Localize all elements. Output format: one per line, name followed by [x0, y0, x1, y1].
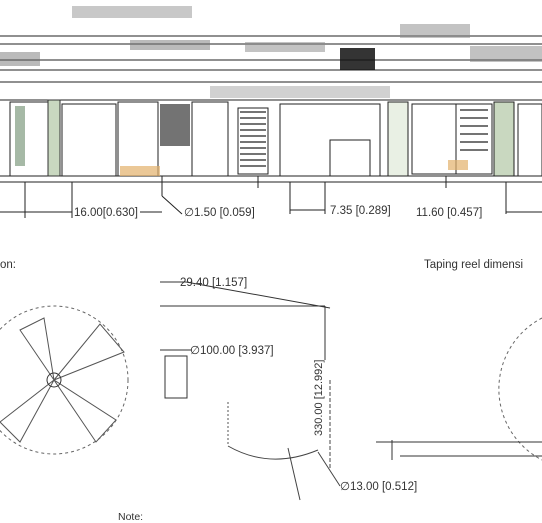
- width-b-dimension: 11.60 [0.457]: [416, 207, 483, 219]
- tape-cross-section: [0, 6, 542, 183]
- reel-dia-label: 330.00 [12.992]: [313, 360, 325, 436]
- hub-diameter-dimension: ∅100.00 [3.937]: [190, 345, 274, 357]
- arbor-diameter-dimension: ∅13.00 [0.512]: [340, 481, 418, 493]
- hole-diameter-dimension: ∅1.50 [0.059]: [184, 207, 255, 219]
- reel-drawing: [0, 281, 542, 501]
- dimension-lines: [0, 176, 542, 218]
- note-label: Note:: [118, 511, 144, 523]
- hub-width-dimension: 29.40 [1.157]: [180, 277, 248, 289]
- right-section-heading: Taping reel dimensi: [424, 259, 524, 271]
- width-a-dimension: 7.35 [0.289]: [330, 205, 391, 217]
- pitch-dimension: 16.00[0.630]: [74, 207, 138, 219]
- left-section-heading: on:: [0, 259, 16, 271]
